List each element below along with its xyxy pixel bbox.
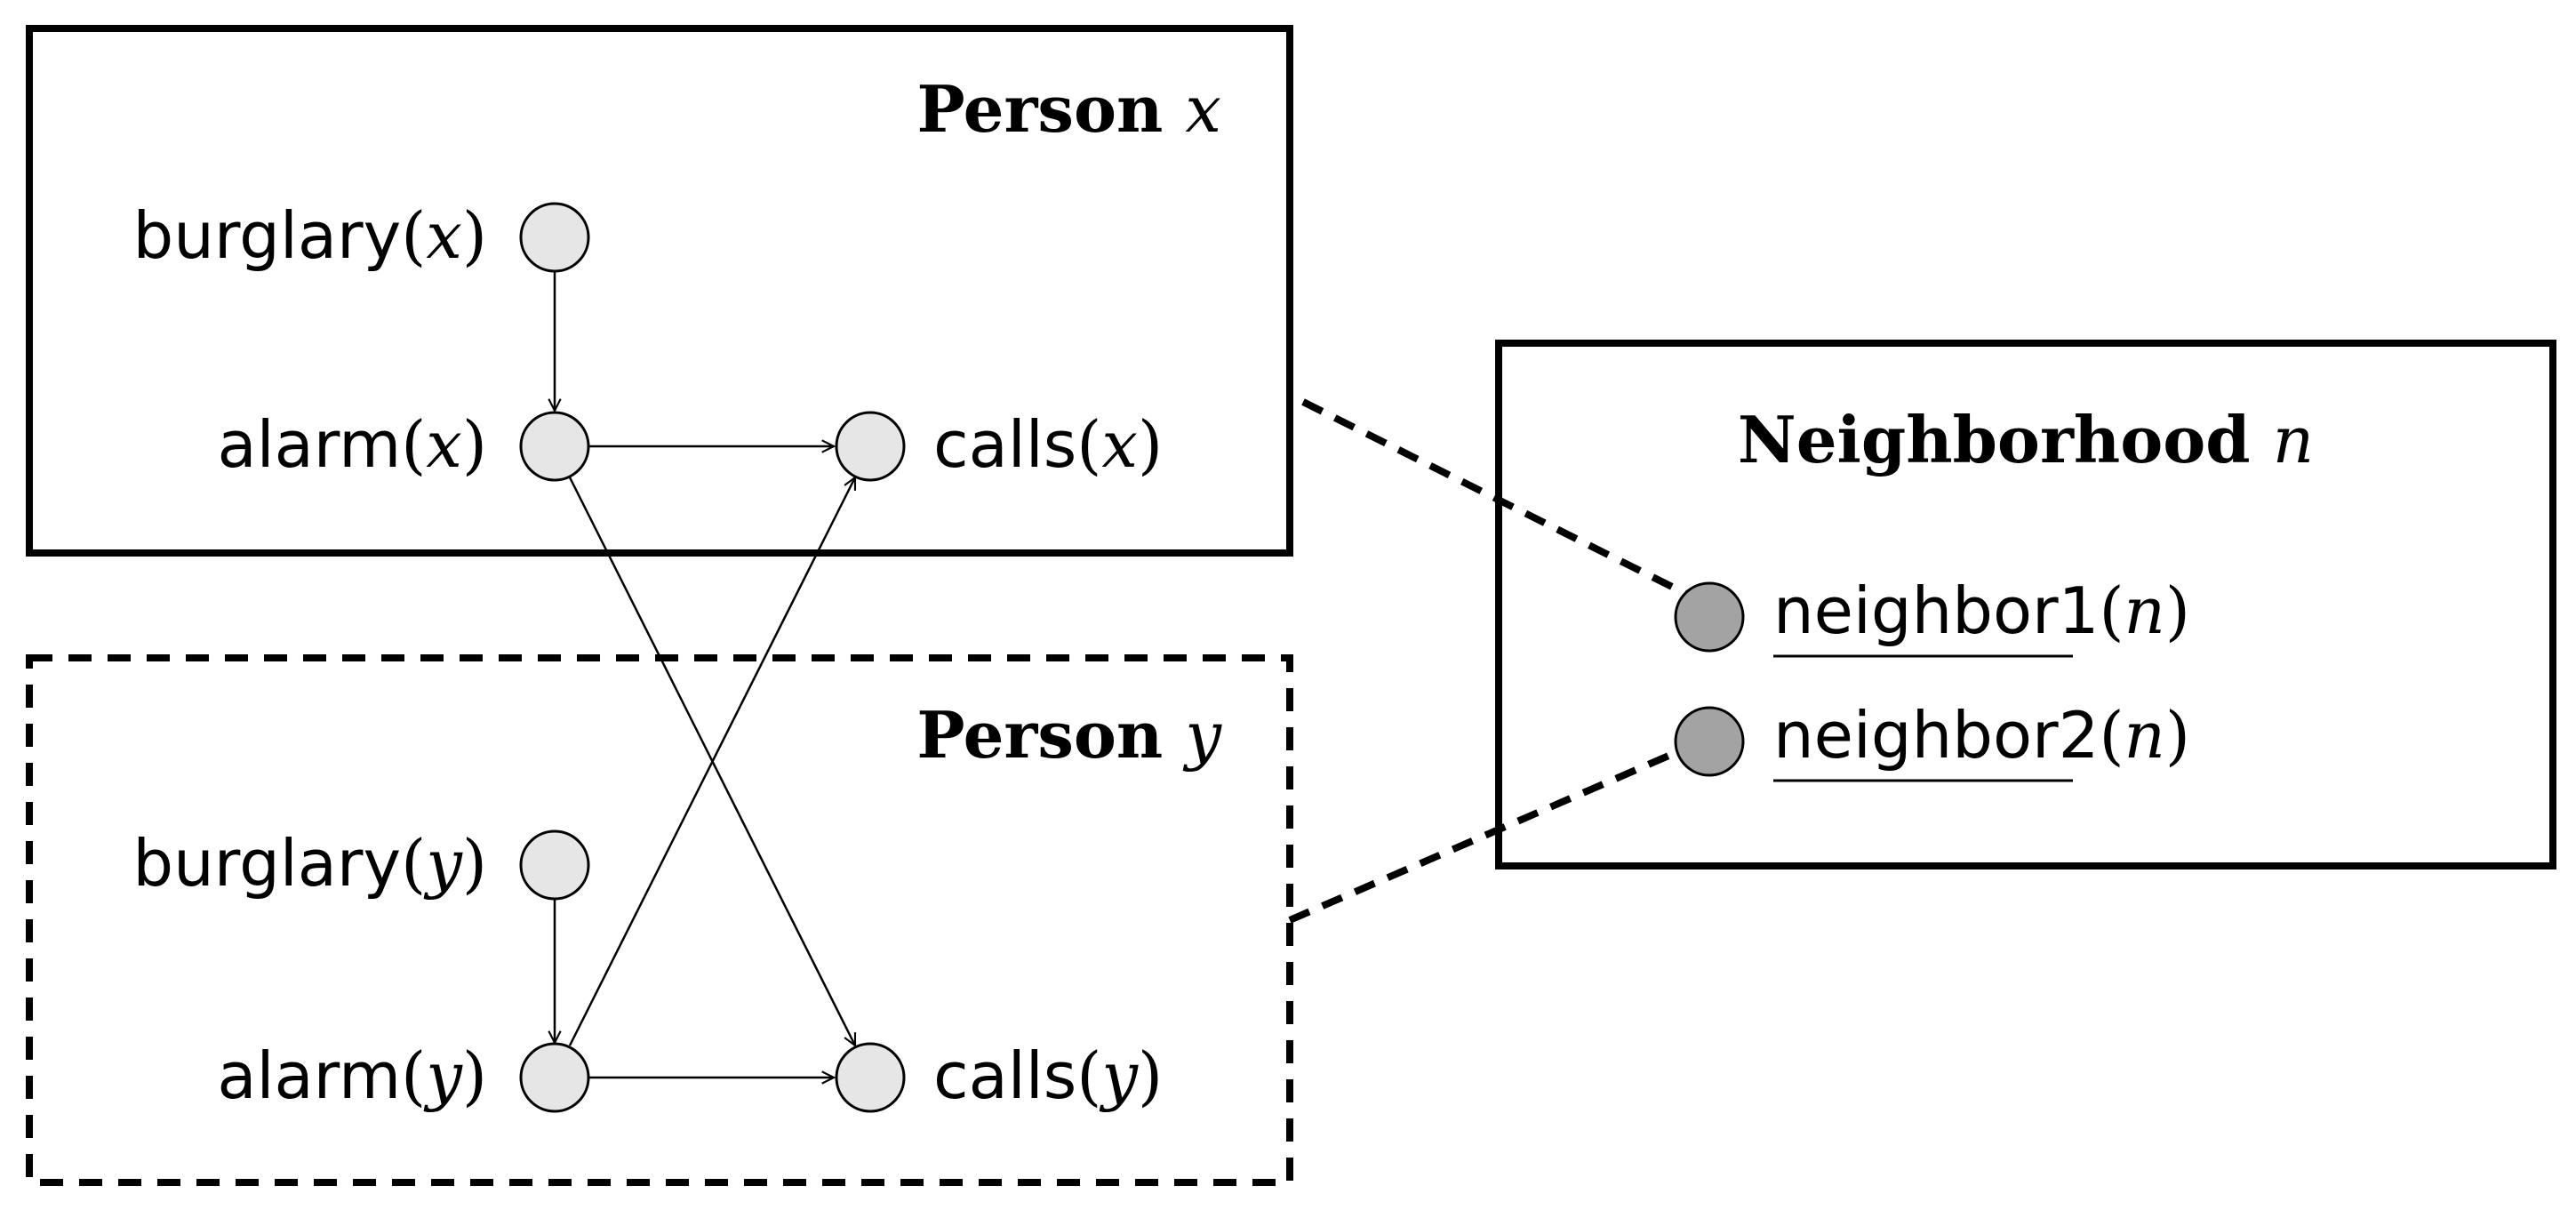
neighbor1-node: [1674, 581, 1745, 653]
link-person-y-neighbor2: [1288, 741, 1695, 924]
burglary-x-label: burglary(x): [132, 198, 487, 273]
person-y-title: Person y: [916, 697, 1222, 773]
burglary-x-node: [519, 202, 590, 273]
neighbor1-label: neighbor1(n): [1773, 573, 2190, 648]
alarm-x-label: alarm(x): [217, 407, 487, 482]
person-x-plate: [26, 25, 1293, 557]
alarm-y-label: alarm(y): [217, 1038, 487, 1113]
alarm-x-node: [519, 411, 590, 482]
link-person-x-neighbor1: [1301, 398, 1695, 601]
person-x-title: Person x: [916, 71, 1221, 147]
edge-alarm-y-to-calls-x: [568, 477, 857, 1046]
neighbor2-node: [1674, 706, 1745, 777]
calls-x-node: [835, 411, 906, 482]
burglary-y-node: [519, 829, 590, 901]
neighbor2-label: neighbor2(n): [1773, 698, 2190, 773]
calls-x-label: calls(x): [933, 407, 1163, 482]
calls-y-node: [835, 1042, 906, 1113]
calls-y-label: calls(y): [933, 1038, 1163, 1113]
neighborhood-title: Neighborhood n: [1738, 402, 2314, 477]
neighborhood-plate: [1495, 340, 2556, 869]
alarm-y-node: [519, 1042, 590, 1113]
burglary-y-label: burglary(y): [132, 826, 487, 901]
